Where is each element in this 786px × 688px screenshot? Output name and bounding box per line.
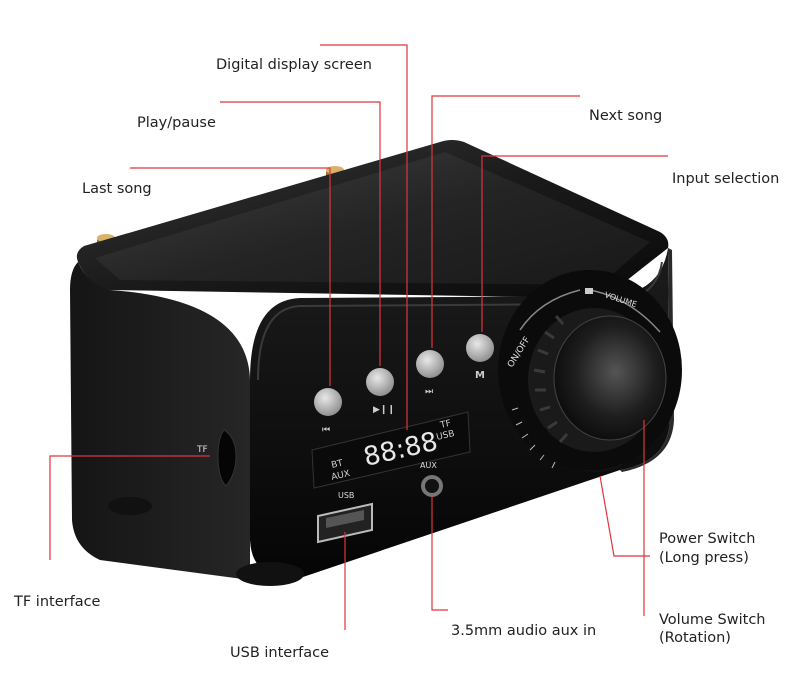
leader-power-switch [599, 475, 650, 557]
tf-slot-label: TF [196, 445, 208, 455]
callout-power-switch-line2: (Long press) [659, 550, 749, 566]
callout-aux-in: 3.5mm audio aux in [451, 623, 597, 639]
aux-jack: AUX [420, 461, 443, 497]
leader-last-song [130, 167, 331, 386]
button-last[interactable]: ⏮ [314, 388, 342, 435]
volume-knob[interactable]: ON/OFF VOLUME [498, 270, 682, 470]
leader-lines [49, 44, 668, 630]
display-tf: TF [438, 419, 452, 431]
tf-slot: TF [196, 429, 237, 487]
callout-input-selection: Input selection [672, 171, 780, 187]
leader-aux-in [431, 496, 448, 611]
display-usb: USB [435, 429, 455, 443]
callout-next-song: Next song [589, 108, 663, 124]
callout-volume-switch-line2: (Rotation) [659, 630, 731, 646]
left-side [70, 262, 250, 580]
leader-play-pause [220, 101, 381, 366]
button-mode[interactable]: M [466, 334, 494, 381]
svg-text:▶❙❙: ▶❙❙ [373, 405, 395, 415]
button-next[interactable]: ⏭ [416, 350, 444, 397]
display-aux: AUX [330, 469, 351, 483]
leader-input-selection [481, 155, 668, 332]
svg-text:⏮: ⏮ [322, 425, 330, 435]
svg-text:⏭: ⏭ [425, 387, 433, 397]
leader-tf-interface [49, 455, 210, 560]
usb-port-label: USB [338, 491, 354, 500]
usb-port: USB [317, 491, 373, 544]
callout-last-song: Last song [82, 181, 152, 197]
leader-digital-display [320, 44, 408, 430]
callout-usb-interface: USB interface [230, 645, 330, 661]
callout-tf-interface: TF interface [14, 594, 101, 610]
callout-power-switch-line1: Power Switch [659, 531, 756, 547]
display-bt: BT [330, 458, 344, 470]
button-play-pause[interactable]: ▶❙❙ [366, 368, 395, 415]
leader-next-song [431, 95, 580, 348]
button-m-label: M [475, 370, 485, 381]
aux-jack-label: AUX [420, 461, 437, 470]
callout-volume-switch-line1: Volume Switch [659, 612, 766, 628]
foot-left-back [108, 497, 152, 515]
top-surface [76, 140, 669, 298]
foot-front-left [236, 562, 304, 586]
callout-play-pause: Play/pause [137, 115, 216, 131]
callout-digital-display: Digital display screen [216, 57, 372, 73]
